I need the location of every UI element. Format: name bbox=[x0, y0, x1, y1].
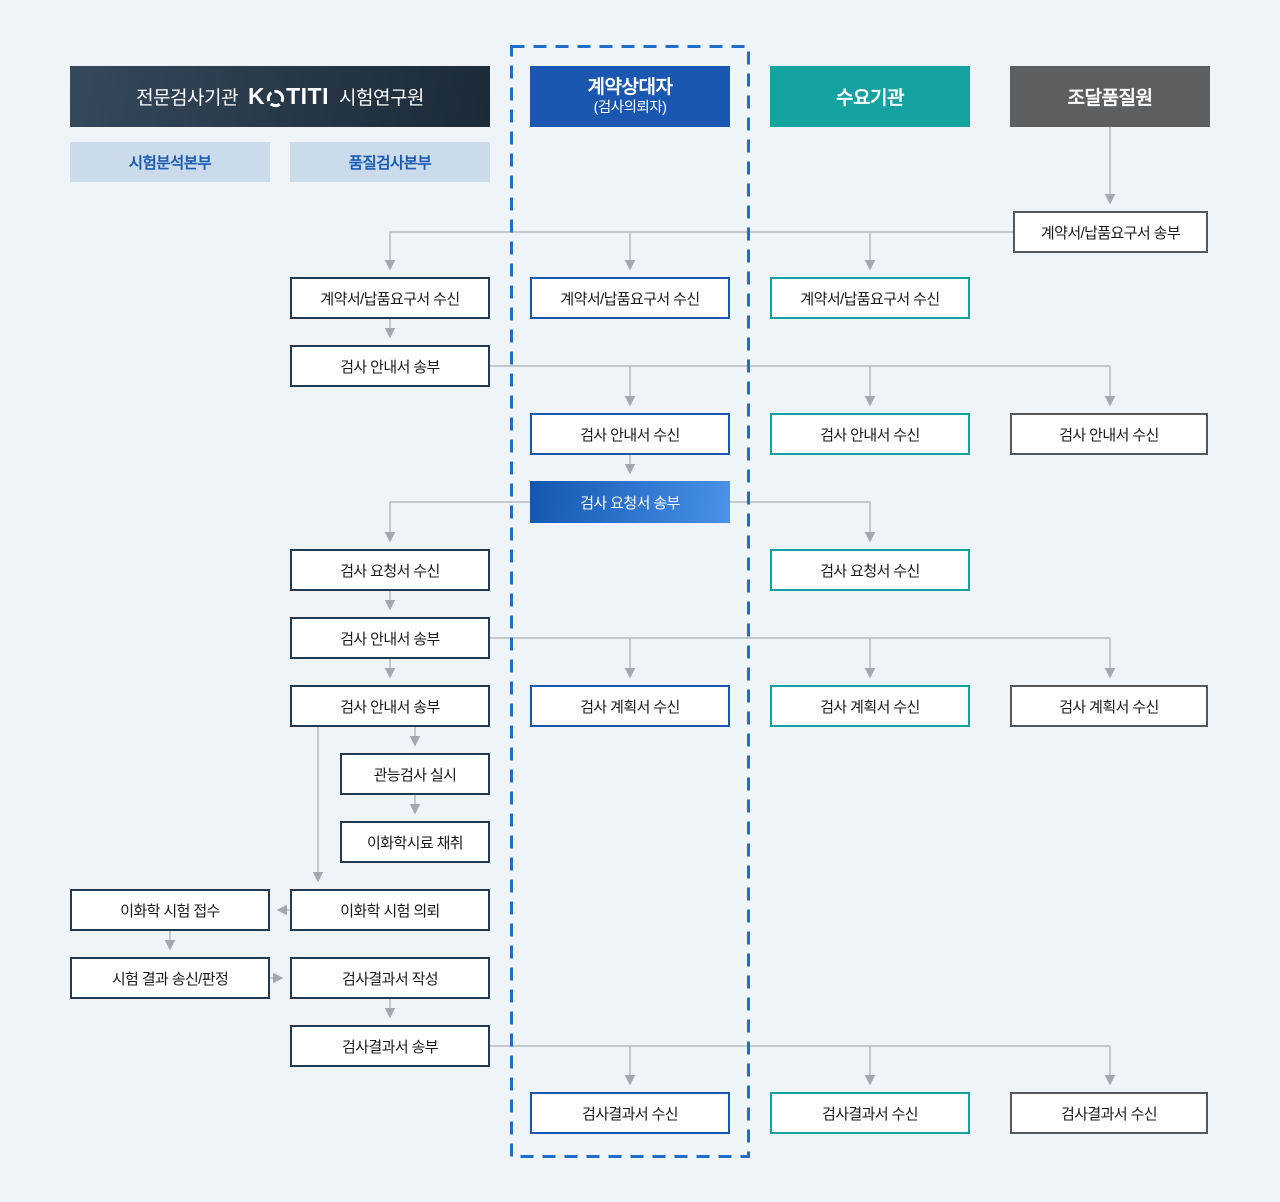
flow-box-send-request: 검사 요청서 송부 bbox=[530, 481, 730, 523]
flow-box-recv-request-kotiti: 검사 요청서 수신 bbox=[290, 549, 490, 591]
header-contractor: 계약상대자 (검사의뢰자) bbox=[530, 66, 730, 127]
kotiti-suffix-label: 시험연구원 bbox=[339, 88, 424, 109]
kotiti-logo-k: K bbox=[247, 83, 266, 109]
flow-box-recv-plan-demand: 검사 계획서 수신 bbox=[770, 685, 970, 727]
flow-box-sample-collection: 이화학시료 채취 bbox=[340, 821, 490, 863]
flow-box-send-guide-3: 검사 안내서 송부 bbox=[290, 685, 490, 727]
flow-box-recv-report-demand: 검사결과서 수신 bbox=[770, 1092, 970, 1134]
kotiti-prefix-label: 전문검사기관 bbox=[136, 88, 238, 109]
subheader-test-analysis-hq: 시험분석본부 bbox=[70, 142, 270, 182]
flow-box-recv-report-contractor: 검사결과서 수신 bbox=[530, 1092, 730, 1134]
header-demand-org: 수요기관 bbox=[770, 66, 970, 127]
subheader-quality-inspection-hq: 품질검사본부 bbox=[290, 142, 490, 182]
kotiti-logo: K TITI bbox=[248, 83, 329, 110]
flow-box-sensory-test: 관능검사 실시 bbox=[340, 753, 490, 795]
flow-box-report-send: 검사결과서 송부 bbox=[290, 1025, 490, 1067]
flow-box-report-write: 검사결과서 작성 bbox=[290, 957, 490, 999]
flow-box-recv-contract-contractor: 계약서/납품요구서 수신 bbox=[530, 277, 730, 319]
contractor-dashed-boundary bbox=[510, 45, 750, 1158]
kotiti-o-icon bbox=[266, 87, 285, 108]
flow-box-send-guide-1: 검사 안내서 송부 bbox=[290, 345, 490, 387]
contractor-subtitle: (검사의뢰자) bbox=[593, 100, 667, 117]
flow-box-test-accept: 이화학 시험 접수 bbox=[70, 889, 270, 931]
flow-box-recv-report-quality: 검사결과서 수신 bbox=[1010, 1092, 1208, 1134]
contractor-title: 계약상대자 bbox=[587, 76, 673, 98]
flow-box-recv-guide-contractor: 검사 안내서 수신 bbox=[530, 413, 730, 455]
flow-box-send-contract: 계약서/납품요구서 송부 bbox=[1013, 211, 1208, 253]
flow-box-recv-request-demand: 검사 요청서 수신 bbox=[770, 549, 970, 591]
flow-box-recv-guide-quality: 검사 안내서 수신 bbox=[1010, 413, 1208, 455]
flow-box-send-guide-2: 검사 안내서 송부 bbox=[290, 617, 490, 659]
header-quality-org: 조달품질원 bbox=[1010, 66, 1210, 127]
kotiti-logo-titi: TITI bbox=[286, 83, 329, 109]
flow-box-test-request: 이화학 시험 의뢰 bbox=[290, 889, 490, 931]
header-kotiti: 전문검사기관 K TITI 시험연구원 bbox=[70, 66, 490, 127]
flow-box-recv-contract-demand: 계약서/납품요구서 수신 bbox=[770, 277, 970, 319]
flow-box-recv-guide-demand: 검사 안내서 수신 bbox=[770, 413, 970, 455]
flow-box-recv-plan-contractor: 검사 계획서 수신 bbox=[530, 685, 730, 727]
flow-box-recv-contract-kotiti: 계약서/납품요구서 수신 bbox=[290, 277, 490, 319]
flow-box-result-send-judge: 시험 결과 송신/판정 bbox=[70, 957, 270, 999]
flow-box-recv-plan-quality: 검사 계획서 수신 bbox=[1010, 685, 1208, 727]
